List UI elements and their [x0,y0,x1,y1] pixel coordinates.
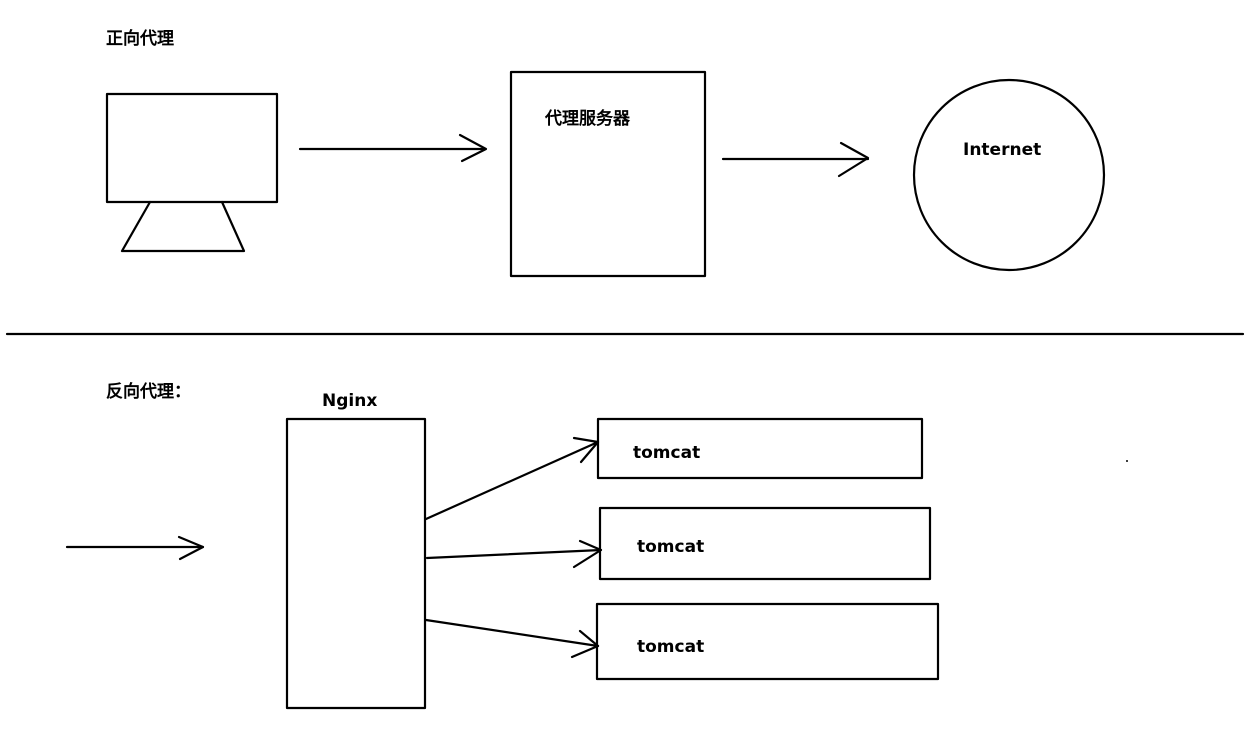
nginx-label: Nginx [322,391,378,411]
arrow-incoming-request [65,535,205,561]
tomcat-label-1: tomcat [633,443,701,463]
tomcat-label-2: tomcat [637,537,705,557]
tomcat-box-2 [598,506,932,581]
forward-proxy-title: 正向代理 [106,29,174,49]
tomcat-box-1 [596,417,924,480]
computer-monitor [105,92,279,204]
proxy-server-box [509,70,707,278]
arrow-client-to-proxy [298,133,488,163]
arrow-nginx-to-tomcat-1 [424,436,600,521]
reverse-proxy-title: 反向代理： [106,382,191,402]
stray-dot [1126,460,1128,462]
tomcat-label-3: tomcat [637,637,705,657]
client-computer-icon [105,92,279,253]
arrow-nginx-to-tomcat-2 [425,539,603,569]
internet-circle [912,78,1106,272]
nginx-box [285,417,427,710]
internet-label: Internet [963,140,1042,160]
computer-stand [120,200,246,253]
arrow-nginx-to-tomcat-3 [424,618,600,659]
proxy-server-label: 代理服务器 [545,109,630,129]
tomcat-box-3 [595,602,940,681]
arrow-proxy-to-internet [721,141,870,178]
